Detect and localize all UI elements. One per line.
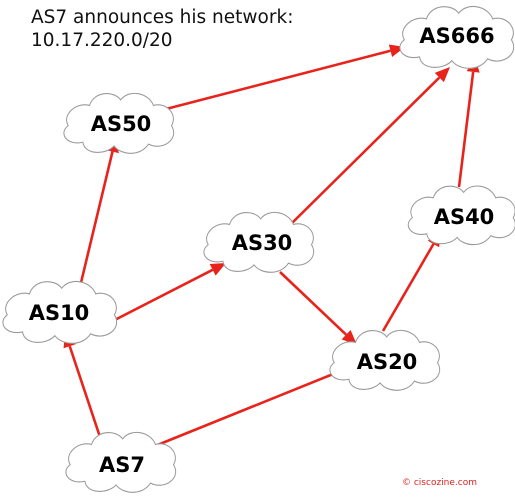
edge-line bbox=[290, 76, 441, 225]
edge-as30-to-as666 bbox=[290, 67, 450, 225]
edge-as7-to-as10 bbox=[63, 332, 105, 447]
edge-as40-to-as666 bbox=[457, 57, 480, 188]
node-label-as40: AS40 bbox=[434, 205, 495, 229]
edge-line bbox=[102, 268, 214, 328]
arrowhead bbox=[341, 329, 357, 345]
edge-line bbox=[149, 370, 340, 450]
node-label-as666: AS666 bbox=[419, 24, 494, 48]
edge-as7-to-as20 bbox=[149, 365, 353, 450]
edge-line bbox=[279, 271, 348, 336]
caption-line-2: 10.17.220.0/20 bbox=[31, 30, 173, 51]
node-as50 bbox=[63, 92, 174, 154]
node-label-as30: AS30 bbox=[232, 231, 293, 255]
edge-line bbox=[68, 345, 105, 447]
node-as10 bbox=[2, 280, 117, 344]
copyright-credit: © ciscozine.com bbox=[402, 478, 478, 488]
arrowhead bbox=[434, 67, 450, 83]
edge-layer bbox=[63, 44, 480, 450]
edge-as30-to-as20 bbox=[279, 271, 357, 345]
edge-line bbox=[381, 243, 435, 332]
arrowhead bbox=[209, 263, 226, 276]
node-as7 bbox=[65, 431, 176, 493]
edge-as10-to-as50 bbox=[77, 137, 119, 292]
cloud-shape bbox=[2, 280, 117, 344]
cloud-shape bbox=[65, 431, 176, 493]
node-label-as20: AS20 bbox=[357, 350, 418, 374]
edge-as50-to-as666 bbox=[165, 44, 405, 111]
caption-line-1: AS7 announces his network: bbox=[31, 7, 294, 28]
node-as20 bbox=[329, 329, 440, 391]
cloud-shape bbox=[329, 329, 440, 391]
cloud-shape bbox=[203, 211, 314, 273]
edge-as20-to-as40 bbox=[381, 231, 441, 332]
cloud-shape bbox=[399, 5, 514, 69]
caption: AS7 announces his network: 10.17.220.0/2… bbox=[31, 6, 293, 52]
node-as40 bbox=[407, 185, 515, 246]
edge-line bbox=[77, 151, 114, 292]
edge-as10-to-as30 bbox=[102, 263, 226, 328]
edge-line bbox=[165, 49, 391, 111]
node-as666 bbox=[399, 5, 514, 69]
node-label-as7: AS7 bbox=[99, 453, 145, 477]
node-label-as50: AS50 bbox=[91, 112, 152, 136]
node-as30 bbox=[203, 211, 314, 273]
cloud-shape bbox=[407, 185, 515, 246]
node-label-as10: AS10 bbox=[29, 301, 90, 325]
edge-line bbox=[457, 71, 475, 188]
cloud-shape bbox=[63, 92, 174, 154]
